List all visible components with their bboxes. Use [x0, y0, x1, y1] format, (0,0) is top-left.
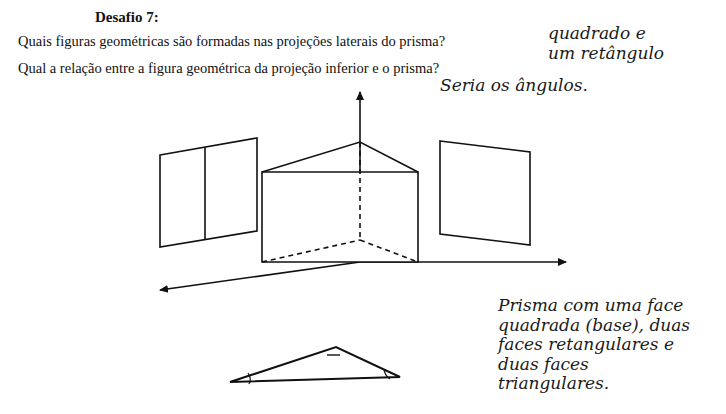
angle-mark [248, 373, 250, 384]
angle-mark [384, 370, 390, 379]
left-axis [160, 262, 360, 290]
challenge-title: Desafio 7: [95, 8, 159, 26]
handwritten-answer: Prisma com uma face quadrada (base), dua… [498, 296, 703, 394]
handwritten-answer: quadrado e um retângulo [548, 24, 668, 63]
prism-top-edges [262, 142, 418, 172]
left-projection [160, 138, 257, 247]
vertical-axis [359, 92, 361, 250]
angle-mark [327, 354, 340, 355]
prism-front-face [262, 172, 418, 262]
bottom-projection-triangle [230, 347, 400, 382]
handwritten-answer: Seria os ângulos. [440, 76, 640, 96]
prism-hidden-edges [262, 142, 418, 262]
right-projection [440, 141, 530, 245]
question-text: Qual a relação entre a figura geométrica… [18, 60, 439, 77]
projection-divider [204, 147, 206, 240]
question-text: Quais figuras geométricas são formadas n… [18, 33, 445, 50]
